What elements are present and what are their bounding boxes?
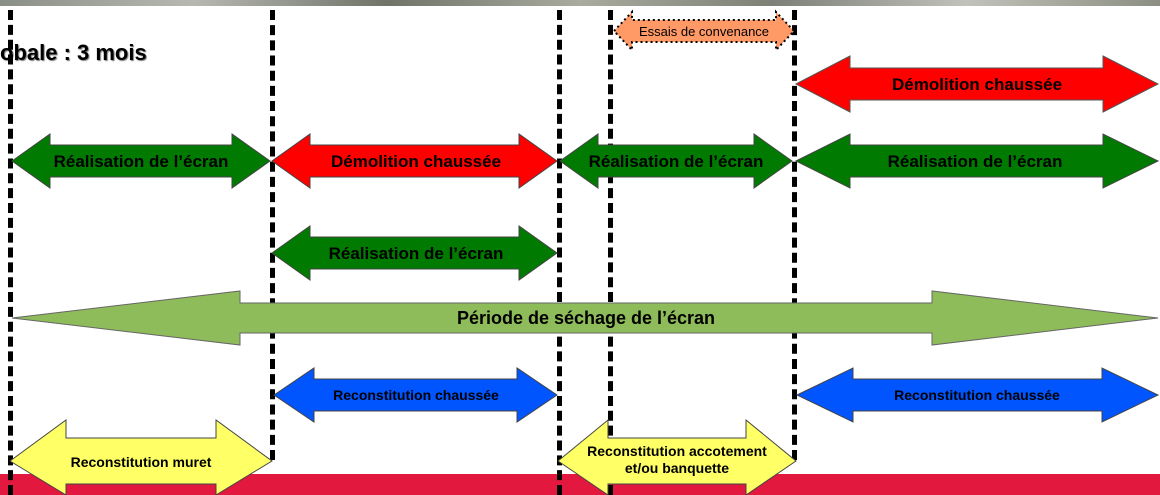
arrow-ecran-4-label: Réalisation de l’écran [888,152,1063,171]
arrow-ecran-2 [271,225,558,281]
arrow-sechage [11,290,1159,346]
phase-separator-3 [557,10,562,495]
phase-separator-1 [8,10,13,495]
duration-title: obale : 3 mois [0,40,147,65]
phase-separator-2 [270,10,275,460]
arrow-demolition-mid-label: Démolition chaussée [331,152,501,171]
arrow-ecran-3-label: Réalisation de l’écran [589,152,764,171]
arrow-accotement-label-line1: Reconstitution accotement [587,443,767,459]
phase-separator-4 [608,10,613,495]
arrow-muret [9,419,273,495]
arrow-ecran-1-label: Réalisation de l’écran [54,152,229,171]
arrow-reconstitution-chaussee-2 [795,367,1160,423]
arrow-essais [612,9,796,53]
arrow-accotement-label-line2: et/ou banquette [625,460,729,476]
arrow-essais-label: Essais de convenance [639,24,769,39]
arrow-ecran-2-label: Réalisation de l’écran [329,244,504,263]
background-photo-strip [0,0,1160,6]
arrow-sechage-label: Période de séchage de l’écran [457,308,715,328]
arrow-reconstitution-chaussee-2-label: Reconstitution chaussée [894,387,1060,403]
arrow-accotement [557,418,797,495]
arrow-ecran-4 [794,133,1160,189]
arrow-demolition-top [794,55,1160,113]
bottom-red-band [0,474,1160,495]
arrow-ecran-3 [559,133,793,189]
phase-separator-5 [792,10,797,460]
arrow-demolition-mid [271,133,558,189]
arrow-demolition-top-label: Démolition chaussée [892,75,1062,94]
arrow-reconstitution-chaussee-1-label: Reconstitution chaussée [333,387,499,403]
arrow-ecran-1 [11,133,271,189]
arrow-muret-label: Reconstitution muret [71,454,212,470]
arrow-reconstitution-chaussee-1 [273,367,558,423]
